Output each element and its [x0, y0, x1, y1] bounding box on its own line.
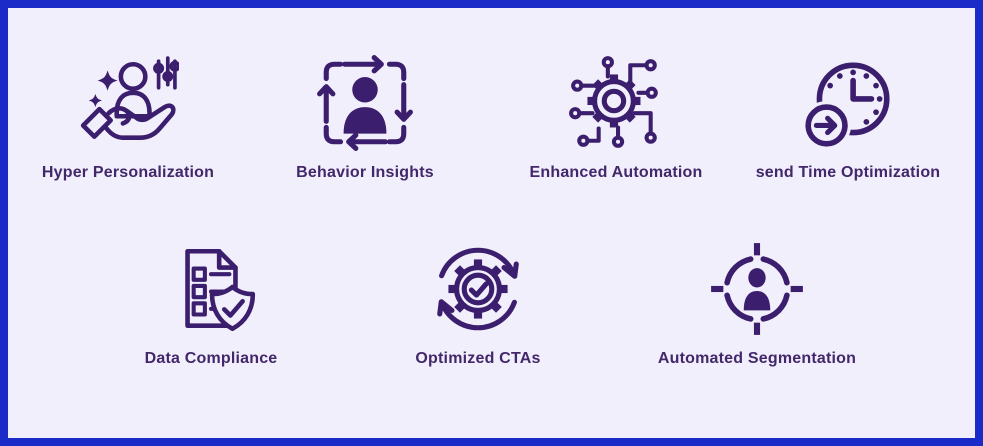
- feature-automated-segmentation: Automated Segmentation: [637, 238, 877, 368]
- feature-behavior-insights: Behavior Insights: [245, 52, 485, 182]
- feature-label: Enhanced Automation: [529, 164, 703, 181]
- feature-optimized-ctas: Optimized CTAs: [358, 238, 598, 368]
- person-frame-cycle-icon: [314, 52, 416, 154]
- clock-forward-icon: [797, 52, 899, 154]
- gear-circuit-icon: [565, 52, 667, 154]
- feature-send-time-optimization: send Time Optimization: [728, 52, 968, 182]
- feature-data-compliance: Data Compliance: [91, 238, 331, 368]
- feature-label: Data Compliance: [144, 350, 278, 367]
- feature-hyper-personalization: Hyper Personalization: [8, 52, 248, 182]
- feature-label: Optimized CTAs: [415, 350, 541, 367]
- document-shield-check-icon: [160, 238, 262, 340]
- gear-check-refresh-icon: [427, 238, 529, 340]
- hand-holding-person-icon: [77, 52, 179, 154]
- feature-label: Hyper Personalization: [41, 164, 215, 181]
- feature-enhanced-automation: Enhanced Automation: [496, 52, 736, 182]
- feature-label: send Time Optimization: [755, 164, 941, 181]
- person-target-icon: [706, 238, 808, 340]
- feature-label: Behavior Insights: [296, 164, 434, 181]
- feature-label: Automated Segmentation: [657, 350, 857, 367]
